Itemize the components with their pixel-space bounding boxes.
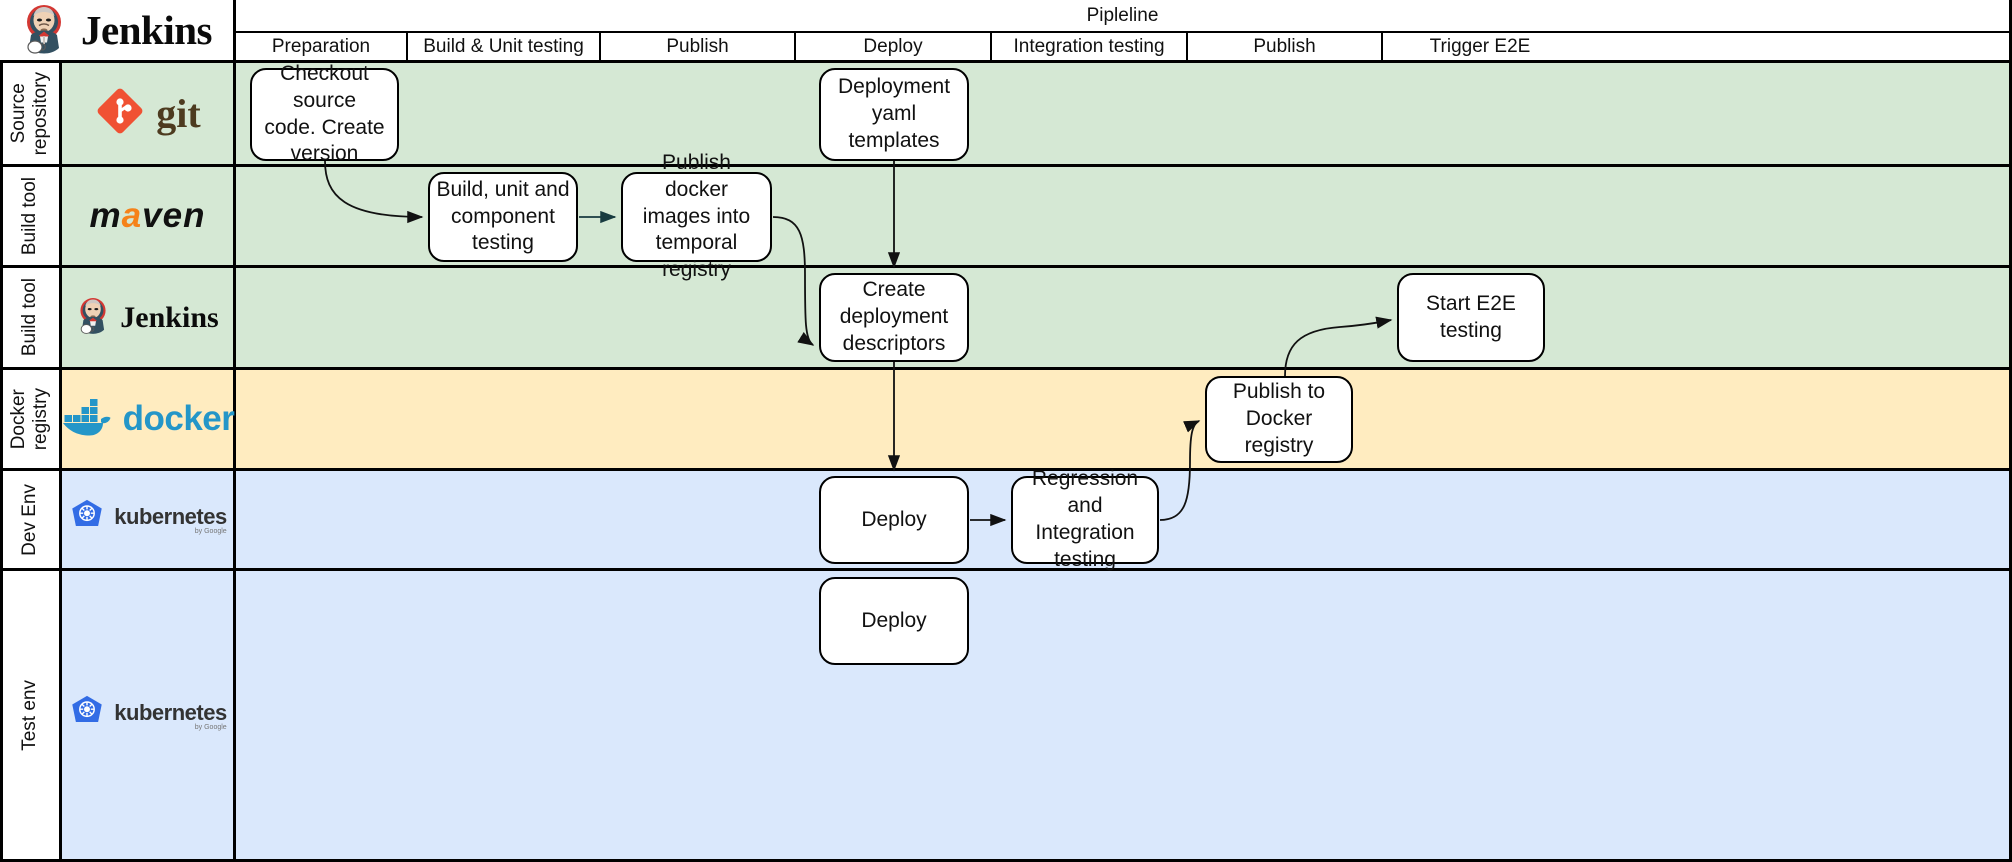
process-node-build[interactable]: Build, unit and component testing xyxy=(428,172,578,262)
tool-logo-cell-docker: docker xyxy=(62,370,236,468)
process-node-pub-docker[interactable]: Publish to Docker registry xyxy=(1205,376,1353,463)
swimlane-label-5: Test env xyxy=(0,571,62,859)
git-wordmark: git xyxy=(156,91,201,136)
jenkins-wordmark: Jenkins xyxy=(120,300,219,334)
tool-logo-cell-maven: maven xyxy=(62,167,236,265)
swimlane-label-0: Source repository xyxy=(0,63,62,164)
process-node-regression[interactable]: Regression and Integration testing xyxy=(1011,467,1159,571)
stage-header-label: Build & Unit testing xyxy=(423,35,584,57)
tool-logo-cell-Jenkins: Jenkins xyxy=(62,268,236,367)
jenkins-butler-icon xyxy=(21,2,67,59)
jenkins-brand-label: Jenkins xyxy=(81,7,212,53)
stage-header-label: Preparation xyxy=(271,35,371,57)
stage-header-5[interactable]: Publish xyxy=(1188,33,1383,60)
stage-header-4[interactable]: Integration testing xyxy=(992,33,1188,60)
swimlane-label-2: Build tool xyxy=(0,268,62,367)
kubernetes-wordmark: kubernetes xyxy=(114,699,227,725)
process-node-start-e2e[interactable]: Start E2E testing xyxy=(1397,273,1545,362)
process-node-deploy-test[interactable]: Deploy xyxy=(819,577,969,665)
kubernetes-subtext: by Google xyxy=(194,723,227,731)
stage-header-label: Publish xyxy=(1253,35,1316,57)
stage-header-label: Publish xyxy=(666,35,729,57)
process-node-yaml[interactable]: Deployment yaml templates xyxy=(819,68,969,161)
swimlane-body-0 xyxy=(236,63,2009,164)
swimlane-body-5 xyxy=(236,571,2009,859)
kubernetes-wordmark: kubernetes xyxy=(114,504,227,529)
swimlane-2: Build tool Jenkins xyxy=(0,268,2009,370)
process-node-checkout[interactable]: Checkout source code. Create version xyxy=(250,62,399,165)
stage-header-row: Preparation Build & Unit testing Publish De… xyxy=(236,33,2009,63)
swimlane-body-3 xyxy=(236,370,2009,468)
swimlane-label-4: Dev Env xyxy=(0,471,62,568)
kubernetes-helm-icon xyxy=(68,498,106,541)
jenkins-logo-icon xyxy=(76,295,110,340)
pipeline-title: Pipleline xyxy=(236,0,2009,33)
swimlane-label-1: Build tool xyxy=(0,167,62,265)
stage-header-label: Deploy xyxy=(863,35,923,57)
docker-whale-icon xyxy=(61,395,119,444)
docker-wordmark: docker xyxy=(122,399,235,438)
stage-header-label: Integration testing xyxy=(1013,35,1165,57)
jenkins-brand-header: Jenkins xyxy=(0,0,236,63)
stage-header-label: Trigger E2E xyxy=(1429,35,1531,57)
swimlane-label-3: Docker registry xyxy=(0,370,62,468)
process-node-descriptors[interactable]: Create deployment descriptors xyxy=(819,273,969,362)
stage-header-1[interactable]: Build & Unit testing xyxy=(408,33,601,60)
swimlane-body-2 xyxy=(236,268,2009,367)
stage-header-0[interactable]: Preparation xyxy=(236,33,408,60)
tool-logo-cell-git: git xyxy=(62,63,236,164)
stage-header-2[interactable]: Publish xyxy=(601,33,796,60)
stage-header-3[interactable]: Deploy xyxy=(796,33,992,60)
process-node-deploy-dev[interactable]: Deploy xyxy=(819,476,969,564)
maven-logo-icon: maven xyxy=(89,196,206,235)
stage-header-6[interactable]: Trigger E2E xyxy=(1383,33,1577,60)
git-logo-icon xyxy=(94,85,146,142)
process-node-publish-tmp[interactable]: Publish docker images into temporal regi… xyxy=(621,151,772,281)
swimlane-0: Source repository git xyxy=(0,63,2009,167)
kubernetes-subtext: by Google xyxy=(194,528,227,535)
swimlane-3: Docker registry docker xyxy=(0,370,2009,471)
kubernetes-helm-icon xyxy=(68,694,106,737)
